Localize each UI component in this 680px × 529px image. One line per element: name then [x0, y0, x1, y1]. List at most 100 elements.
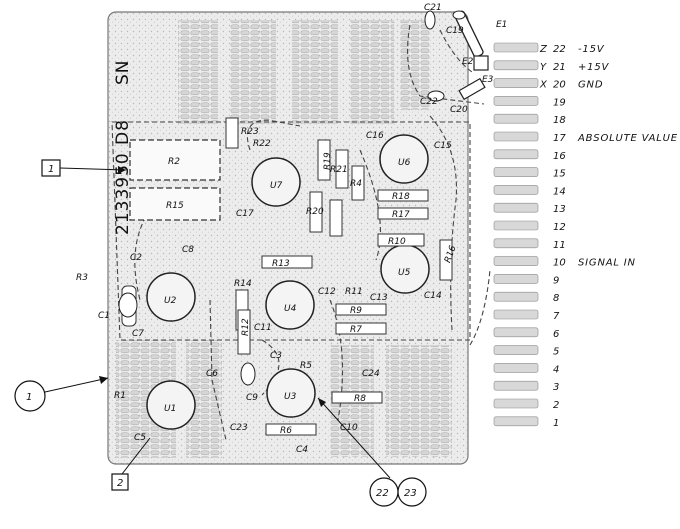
connector-finger-22 — [493, 42, 539, 53]
connector-finger-14 — [493, 185, 539, 195]
connector-pin-letter: X — [539, 80, 548, 91]
connector-pin-letter: Y — [540, 62, 547, 73]
svg-text:R15: R15 — [166, 201, 184, 211]
svg-text:2133950: 2133950 — [113, 152, 133, 235]
resistor-r15: R15 — [129, 187, 221, 221]
connector-finger-8 — [493, 291, 539, 302]
resistor-r13: R13 — [261, 255, 313, 269]
ic-u2: U2 — [146, 272, 196, 322]
connector-pin-number: 3 — [553, 382, 559, 393]
connector-pin-number: 12 — [553, 222, 566, 233]
ic-u6: U6 — [379, 134, 429, 184]
svg-text:C21: C21 — [424, 3, 442, 13]
svg-text:R1: R1 — [114, 391, 126, 401]
capacitor-c7: C7 — [132, 329, 144, 339]
connector-pin-number: 14 — [553, 186, 566, 197]
connector-finger-10 — [493, 256, 539, 266]
terminal-e3: E3 — [458, 75, 494, 101]
connector-finger-7 — [493, 309, 539, 320]
svg-text:C10: C10 — [340, 423, 358, 433]
connector-pin-number: 6 — [553, 329, 559, 340]
connector-finger-3 — [493, 380, 539, 391]
resistor-r9: R9 — [335, 303, 387, 316]
callout-box-1: 1 — [41, 159, 127, 177]
svg-text:C22: C22 — [420, 97, 438, 107]
capacitor-c11: C11 — [254, 323, 272, 333]
resistor-r6: R6 — [265, 423, 317, 436]
svg-text:1: 1 — [48, 164, 54, 175]
capacitor-c5: C5 — [134, 433, 146, 443]
svg-text:U7: U7 — [270, 181, 283, 191]
svg-text:SN: SN — [113, 59, 133, 85]
connector-finger-6 — [493, 327, 539, 338]
capacitor-c2: C2 — [130, 253, 142, 263]
connector-pin-number: 1 — [553, 418, 559, 429]
connector-finger-21 — [493, 60, 539, 71]
connector-pin-number: 19 — [553, 97, 566, 108]
connector-pin-number: 22 — [553, 44, 566, 55]
connector-finger-13 — [493, 202, 539, 213]
connector-pin-number: 2 — [553, 400, 559, 411]
ic-u1: U1 — [146, 380, 196, 430]
connector-pin-number: 17 — [553, 133, 566, 144]
svg-text:R12: R12 — [241, 318, 251, 336]
capacitor-c16: C16 — [366, 131, 384, 141]
svg-text:D8: D8 — [113, 119, 133, 145]
capacitor-c6: C6 — [206, 369, 218, 379]
connector-pin-number: 10 — [553, 258, 566, 269]
svg-text:C13: C13 — [370, 293, 388, 303]
svg-text:C12: C12 — [318, 287, 336, 297]
callout-circle-22: 22 — [369, 477, 399, 507]
ic-u3: U3 — [266, 368, 316, 418]
ic-u5: U5 — [380, 244, 430, 294]
resistor-r1: R1 — [114, 199, 343, 401]
svg-text:R13: R13 — [272, 259, 290, 269]
terminal-e2: E2 — [462, 55, 489, 71]
connector-pin-number: 21 — [553, 62, 566, 73]
capacitor-c14: C14 — [424, 291, 442, 301]
resistor-r12: R12 — [237, 309, 251, 355]
capacitor-c4: C4 — [296, 445, 308, 455]
capacitor-c19: C19 — [446, 26, 464, 36]
svg-text:22: 22 — [376, 488, 389, 499]
svg-text:R10: R10 — [388, 237, 406, 247]
connector-finger-19 — [493, 96, 539, 106]
connector-finger-1 — [493, 416, 539, 427]
resistor-r20: R20 — [306, 191, 324, 233]
svg-text:R17: R17 — [392, 210, 410, 220]
ic-u4: U4 — [265, 280, 315, 330]
svg-text:E1: E1 — [496, 20, 507, 30]
svg-text:2: 2 — [117, 478, 123, 489]
connector-finger-5 — [493, 345, 539, 355]
capacitor-c13: C13 — [370, 293, 388, 303]
connector-signal-label: SIGNAL IN — [578, 258, 636, 269]
connector-finger-17 — [493, 131, 539, 142]
connector-pin-number: 13 — [553, 204, 566, 215]
svg-text:E2: E2 — [462, 57, 474, 67]
connector-signal-label: ABSOLUTE VALUE — [577, 133, 678, 144]
svg-text:U2: U2 — [164, 296, 177, 306]
resistor-r7: R7 — [335, 322, 387, 335]
svg-text:R20: R20 — [306, 207, 324, 217]
svg-text:R11: R11 — [345, 287, 363, 297]
connector-pin-number: 15 — [553, 169, 566, 180]
svg-text:R2: R2 — [168, 157, 180, 167]
capacitor-c22: C22 — [420, 90, 445, 107]
svg-text:U4: U4 — [284, 304, 297, 314]
connector-pin-number: 11 — [553, 240, 566, 251]
svg-text:R22: R22 — [253, 139, 271, 149]
resistor-r22: R22 — [253, 139, 271, 149]
resistor-r11: R11 — [345, 287, 363, 297]
capacitor-c10: C10 — [340, 423, 358, 433]
resistor-r10: R10 — [377, 233, 425, 247]
connector-finger-12 — [493, 220, 539, 231]
svg-text:R21: R21 — [330, 165, 348, 175]
capacitor-c23: C23 — [230, 423, 248, 433]
capacitor-c21: C21 — [424, 3, 442, 30]
svg-text:R5: R5 — [300, 361, 312, 371]
connector-pin-number: 7 — [553, 311, 560, 322]
capacitor-c1: C1 — [98, 292, 138, 321]
svg-text:C7: C7 — [132, 329, 144, 339]
